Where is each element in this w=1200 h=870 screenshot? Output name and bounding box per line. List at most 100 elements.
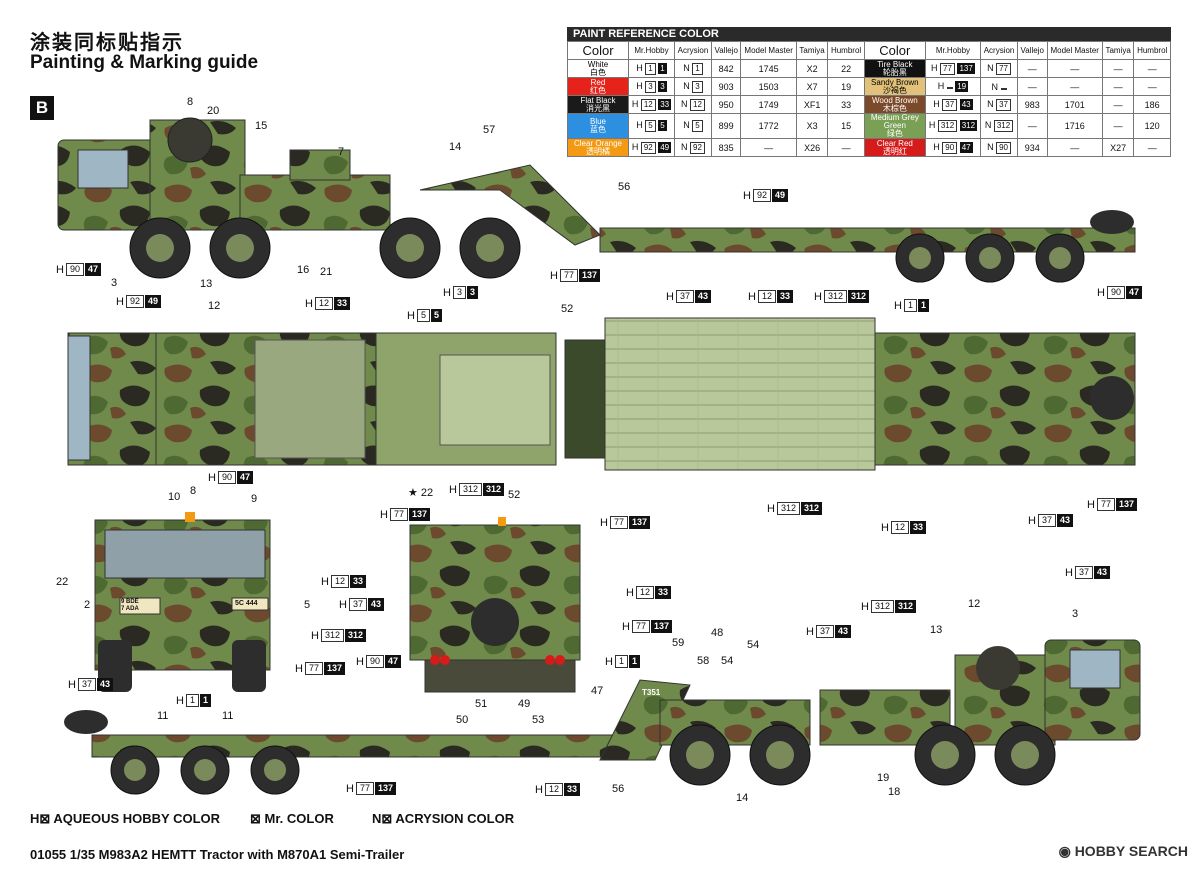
paint-h-prefix: H: [743, 189, 751, 202]
paint-h-prefix: H: [407, 309, 415, 322]
paint-mr-code: 5: [430, 309, 442, 322]
paint-h-code: 37: [675, 290, 694, 303]
color-name: Flat Black: [580, 95, 616, 105]
callout-2: 2: [84, 599, 91, 611]
acrysion-cell: N 92: [673, 138, 712, 157]
paint-h-prefix: H: [631, 98, 641, 109]
paint-n-code: 90: [996, 141, 1011, 154]
trailer-plate: T351: [642, 688, 661, 697]
mrhobby-cell: H 37 43: [924, 95, 982, 114]
watermark-text: HOBBY SEARCH: [1074, 843, 1188, 859]
watermark-logo-icon: ◉: [1058, 843, 1075, 859]
color-name-zh: 透明橘: [586, 146, 610, 156]
paint-mr-code: 5: [658, 120, 667, 131]
color-name-zh: 消光黑: [586, 103, 610, 113]
paint-mr-code: 312: [847, 290, 870, 303]
paint-mr-code: 33: [654, 586, 671, 599]
paint-h-prefix: H: [600, 516, 608, 529]
callout-16: 16: [297, 264, 310, 276]
color-name-zh: 绿色: [886, 129, 903, 138]
table-cell-vallejo: 842: [710, 59, 742, 78]
paint-h-prefix: H: [605, 655, 613, 668]
table-cell-vallejo: 934: [1017, 138, 1048, 157]
callout-7: 7: [338, 146, 345, 158]
paint-h-code: 312: [320, 629, 344, 642]
paint-n-prefix: N: [984, 120, 994, 130]
paint-n-code: 1: [692, 62, 703, 75]
paint-h-prefix: H: [636, 120, 646, 130]
callout-10: 10: [168, 491, 181, 503]
paint-h-prefix: H: [1097, 286, 1105, 299]
paint-mr-code: 33: [349, 575, 366, 588]
legend-mr-icon: ⊠: [250, 811, 265, 826]
paint-h-code: 37: [942, 98, 958, 111]
paint-mr-code: 33: [909, 521, 926, 534]
paint-h-prefix: H: [814, 290, 822, 303]
color-name: Blue: [589, 117, 606, 126]
table-cell-humbrol: —: [1133, 77, 1171, 96]
color-name-zh: 蓝色: [590, 125, 606, 134]
color-name-zh: 红色: [590, 85, 606, 95]
paint-mr-code: 43: [959, 98, 973, 110]
paint-h-code: 312: [823, 290, 847, 303]
footer-caption: 01055 1/35 M983A2 HEMTT Tractor with M87…: [30, 847, 405, 862]
callout-12b: 12: [968, 598, 981, 610]
paint-mr-code: 47: [84, 263, 101, 276]
paint-h-prefix: H: [1065, 566, 1073, 579]
paint-n-code: 77: [996, 62, 1011, 75]
paint-h-code: 312: [870, 600, 894, 613]
callout-13b: 13: [930, 624, 943, 636]
front-view: [94, 512, 271, 692]
paint-mr-code: 47: [1125, 286, 1142, 299]
paint-h-code: 92: [125, 295, 144, 308]
callout-9: 9: [251, 493, 258, 505]
color-name: Wood Brown: [872, 95, 918, 105]
callout-48: 48: [711, 627, 724, 639]
paint-h-prefix: H: [937, 81, 947, 91]
callout-15: 15: [255, 120, 268, 132]
callout-54b: 54: [747, 639, 760, 651]
table-header: Color: [863, 41, 926, 60]
front-plate-right: 5C 444: [235, 600, 258, 607]
paint-h-prefix: H: [56, 263, 64, 276]
paint-mr-code: 43: [1093, 566, 1110, 579]
paint-h-prefix: H: [295, 662, 303, 675]
paint-h-code: 1: [185, 694, 199, 707]
paint-h-code: 77: [940, 62, 955, 75]
paint-h-code: 77: [609, 516, 628, 529]
paint-mr-code: 47: [384, 655, 401, 668]
color-name-zh: 沙褐色: [882, 85, 907, 95]
acrysion-cell: N 77: [980, 59, 1019, 78]
callout-51: 51: [475, 698, 488, 710]
paint-n-code: 37: [996, 98, 1011, 111]
paint-h-code: 12: [330, 575, 349, 588]
table-cell-mm: 1772: [740, 113, 797, 139]
color-name: Clear Red: [876, 138, 913, 148]
paint-h-code: 312: [776, 502, 800, 515]
paint-h-prefix: H: [933, 141, 943, 152]
paint-h-code: 12: [544, 783, 563, 796]
paint-h-code: 12: [890, 521, 909, 534]
paint-n-code: 12: [690, 98, 705, 111]
paint-mr-code: 1: [199, 694, 211, 707]
paint-mr-code: 43: [96, 678, 113, 691]
paint-h-code: 1: [614, 655, 628, 668]
paint-h-code: 90: [65, 263, 84, 276]
paint-mr-code: 137: [1115, 498, 1137, 511]
paint-mr-code: 312: [482, 483, 505, 496]
